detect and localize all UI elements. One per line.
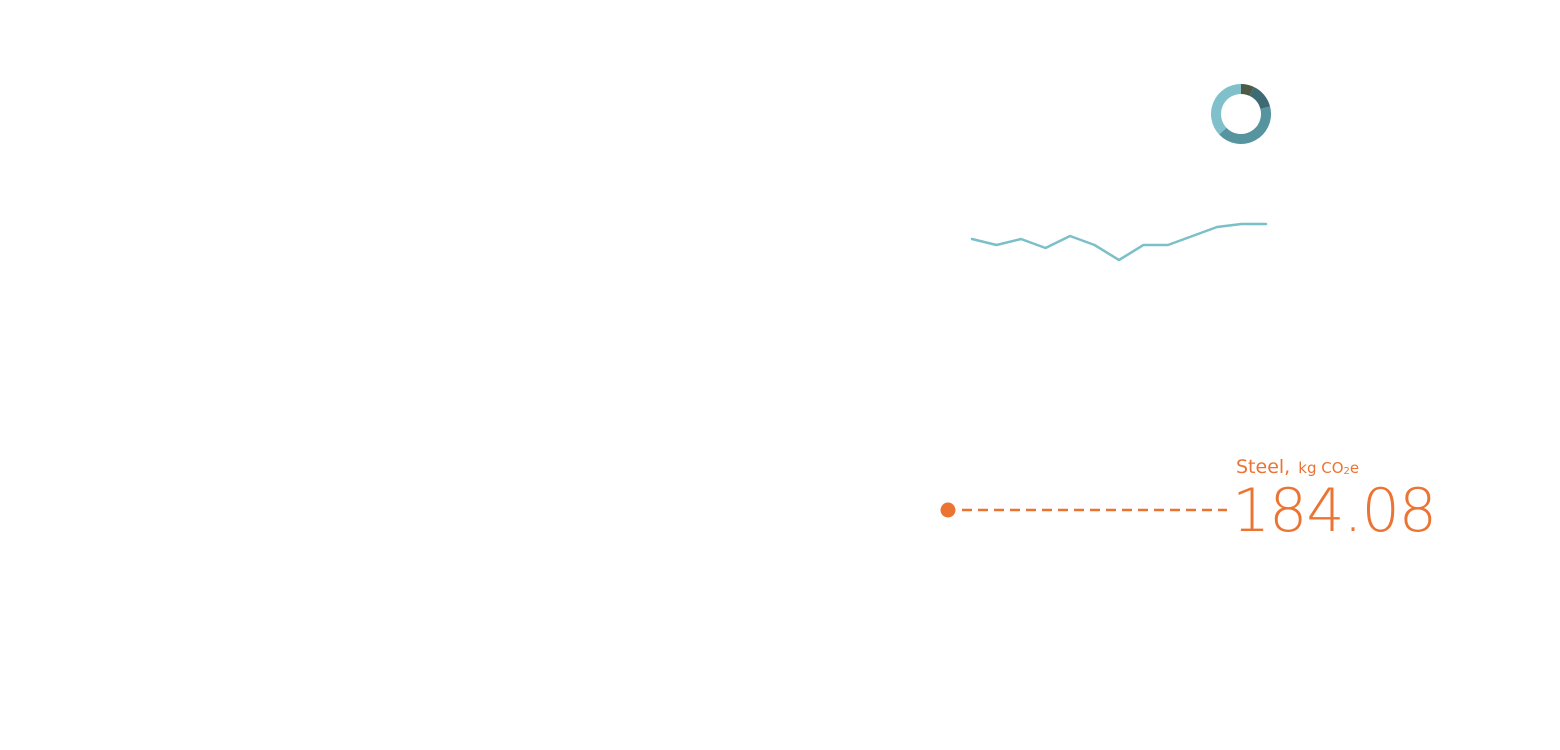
series-line <box>970 222 1268 262</box>
donut-slice <box>1240 84 1254 97</box>
callout-connector <box>940 502 1227 518</box>
callout-value: 184.08 <box>1232 476 1437 546</box>
callout-label: Steel, kg CO2e <box>1236 456 1359 478</box>
donut-slice <box>1219 106 1271 144</box>
callout-material: Steel, <box>1236 456 1291 478</box>
line-chart <box>970 222 1268 262</box>
callout-dot <box>940 502 956 518</box>
donut-chart <box>1211 84 1271 144</box>
donut-slice <box>1249 86 1271 110</box>
donut-slice <box>1211 84 1242 135</box>
callout-unit: kg CO2e <box>1298 459 1360 477</box>
